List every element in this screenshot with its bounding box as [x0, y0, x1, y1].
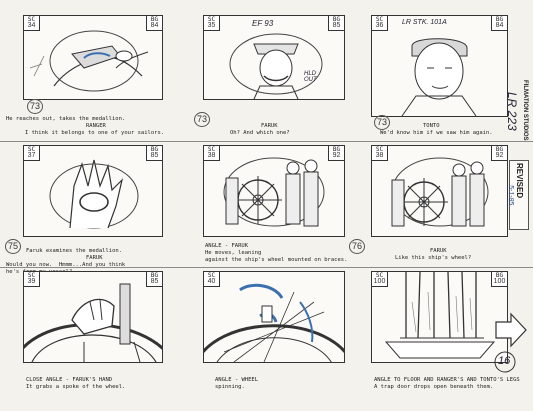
panel-6-dialogue: Like this ship's wheel? [395, 255, 472, 261]
panel-4-note-number: 75 [4, 239, 22, 254]
revised-label: REVISED [515, 163, 524, 199]
panel-drawing [384, 272, 496, 359]
panel-drawing [401, 38, 477, 116]
panel-6-note-number: 76 [348, 239, 366, 254]
revised-stamp: REVISED 5-1-85 [507, 160, 529, 230]
row-divider [0, 141, 533, 142]
panel-drawing [204, 283, 344, 362]
studio-stamp: FILMATION STUDIOS [522, 80, 528, 141]
row-divider [0, 267, 533, 268]
panel-9-caption: ANGLE TO FLOOR AND RANGER'S AND TONTO'S … [374, 377, 520, 390]
panel-1-dialogue: I think it belongs to one of your sailor… [25, 130, 165, 136]
panel-drawing [391, 157, 489, 227]
revision-date: 5-1-85 [507, 185, 514, 206]
panel-1-caption: He reaches out, takes the medallion. [6, 116, 126, 122]
panel-8-caption: ANGLE - WHEEL spinning. [215, 377, 259, 390]
panel-3-note-number: 73 [373, 115, 391, 130]
production-code: LR 223 [505, 92, 519, 131]
panel-2-speaker: FARUK [261, 123, 278, 129]
panel-2-note: EF 93 [252, 19, 274, 28]
panel-3-note: LR STK. 101A [402, 19, 447, 26]
panel-2-note-number: 73 [193, 112, 211, 127]
panel-5-caption: ANGLE - FARUK He moves, leaning against … [205, 243, 348, 263]
panel-1-note-number: 73 [26, 99, 44, 114]
hold-out-note: HLD OUT [304, 71, 317, 83]
panel-drawing [24, 283, 162, 362]
panel-drawing [49, 159, 139, 229]
panel-6-speaker: FARUK [430, 248, 447, 254]
panel-4-speaker: FARUK [86, 255, 103, 261]
page-number: 16 [498, 355, 511, 367]
panel-2-dialogue: Oh? And which one? [230, 130, 290, 136]
panel-1-speaker: RANGER [86, 123, 106, 129]
panel-7-caption: CLOSE ANGLE - FARUK'S HAND It grabs a sp… [26, 377, 126, 390]
panel-drawing [229, 33, 323, 99]
panel-3-dialogue: We'd know him if we saw him again. [380, 130, 493, 136]
panel-3-speaker: TONTO [423, 123, 440, 129]
panel-4-caption: Faruk examines the medallion. [26, 248, 123, 254]
panel-drawing [223, 157, 325, 227]
panel-drawing [29, 30, 149, 92]
